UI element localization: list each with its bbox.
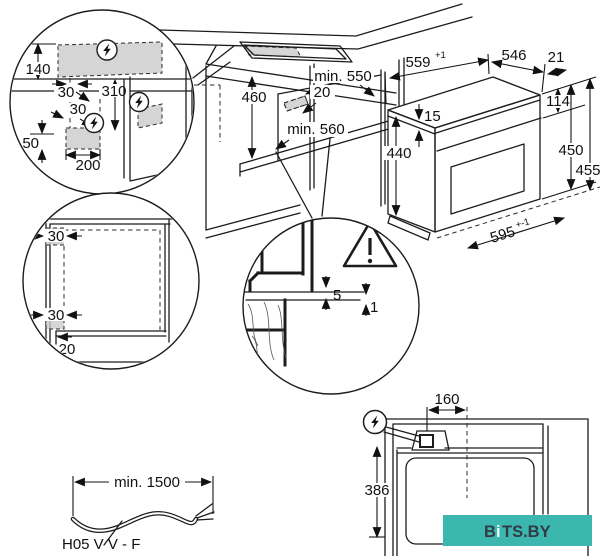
- cable-curve: [70, 511, 199, 533]
- dim-386-label: 386: [364, 482, 389, 499]
- front-detail-circle: 30 30 20: [22, 192, 200, 370]
- dim-595: 595 +-1: [436, 186, 600, 250]
- watermark-banner: B i TS.BY: [443, 515, 592, 546]
- dim-559: 559 +1: [384, 50, 490, 105]
- electrical-icon-rear: [362, 409, 388, 435]
- dim-160-label: 160: [434, 391, 459, 408]
- power-cable-diagram: min. 1500 H05 V V - F: [62, 474, 215, 553]
- front-dim-30-top: 30: [48, 228, 65, 245]
- dim-595-label: 595: [488, 223, 517, 247]
- dim-15-label: 15: [424, 108, 441, 125]
- electrical-icon-side: [128, 91, 150, 113]
- oven-door-window: [450, 143, 525, 215]
- watermark-text-rest: TS.BY: [502, 523, 551, 541]
- dim-min-560: min. 560: [275, 121, 348, 150]
- dim-450-label: 450: [558, 142, 583, 159]
- dim-455-label: 455: [575, 162, 600, 179]
- dim-560-label: min. 560: [287, 121, 345, 138]
- dim-140-label: 140: [25, 61, 50, 78]
- gap-detail-circle: 5 1: [242, 217, 420, 395]
- dim-546-label: 546: [501, 47, 526, 64]
- dim-450: 450: [556, 83, 586, 191]
- watermark-background: [443, 515, 592, 546]
- terminal-bracket: [411, 430, 450, 451]
- dim-114: 114: [544, 87, 572, 114]
- dim-440: 440: [384, 115, 414, 217]
- dim-559-tolerance: +1: [435, 50, 446, 61]
- dim-20-niche: 20: [302, 84, 335, 114]
- dim-559-label: 559: [405, 54, 430, 71]
- gap-dim-1: 1: [370, 299, 378, 316]
- hob-cutout: [239, 41, 353, 63]
- electrical-icon-top: [96, 39, 118, 61]
- dim-30-mid-label: 30: [70, 101, 87, 118]
- front-dim-20: 20: [59, 341, 76, 358]
- dim-21: 21: [546, 49, 568, 77]
- dim-15: 15: [414, 104, 441, 147]
- cable-spec-label: H05 V V - F: [62, 536, 140, 553]
- watermark-text-b: B: [484, 523, 496, 541]
- dim-200-label: 200: [75, 157, 100, 174]
- watermark-text-i: i: [496, 523, 501, 541]
- dim-114-label: 114: [546, 93, 570, 110]
- dim-550-label: min. 550: [314, 68, 372, 85]
- dim-440-label: 440: [386, 145, 411, 162]
- kitchen-isometric-view: 460 min. 550 20 min. 560: [154, 3, 473, 239]
- dim-546: 546: [490, 47, 546, 93]
- dim-160: 160: [426, 391, 468, 498]
- dim-310-label: 310: [101, 83, 126, 100]
- oven-isometric: 559 +1 546 21 15 440: [384, 47, 600, 250]
- dim-595-tolerance: +-1: [514, 216, 531, 231]
- dim-30-top-label: 30: [58, 84, 75, 101]
- front-dim-30-bottom: 30: [48, 307, 65, 324]
- dim-50-label: 50: [22, 135, 39, 152]
- dim-460: 460: [240, 75, 267, 160]
- oven-rear-view: 160 386: [362, 391, 589, 556]
- terminal-box: [419, 434, 434, 448]
- cable-length-label: min. 1500: [114, 474, 180, 491]
- warning-icon: [342, 220, 398, 268]
- gap-dim-5: 5: [333, 287, 341, 304]
- dim-21-label: 21: [548, 49, 565, 66]
- electrical-detail-circle: 140 30 310 30 50 200: [9, 9, 195, 195]
- dim-455: 455: [573, 77, 600, 192]
- oven-foot: [387, 215, 431, 241]
- electrical-icon-lower: [83, 112, 105, 134]
- dim-20-label: 20: [314, 84, 331, 101]
- dim-460-label: 460: [241, 89, 266, 106]
- dim-386: 386: [362, 445, 392, 539]
- connection-zone-lower: [65, 127, 101, 150]
